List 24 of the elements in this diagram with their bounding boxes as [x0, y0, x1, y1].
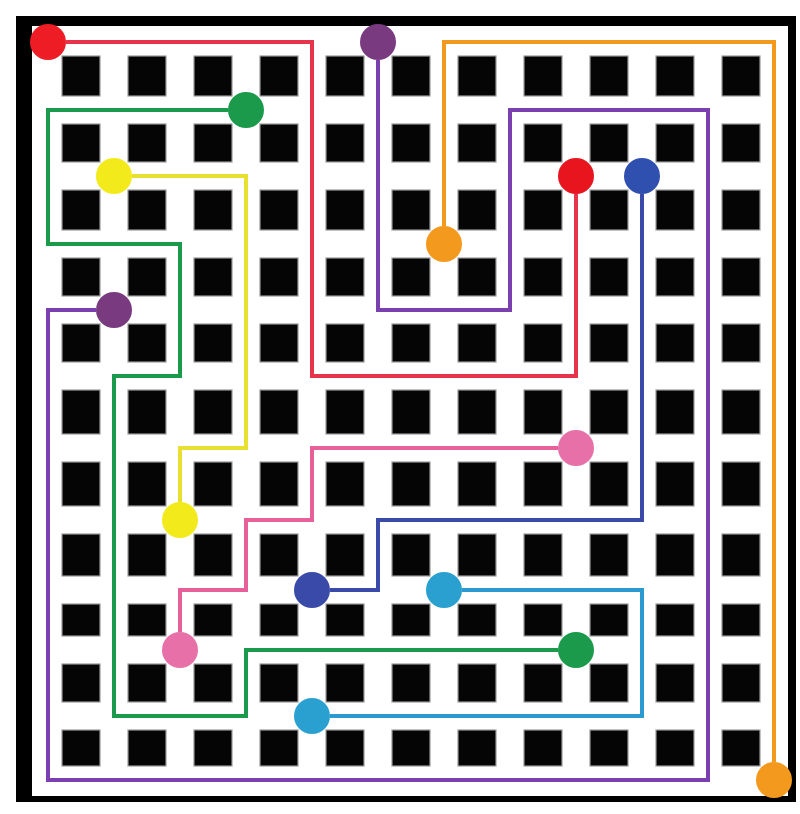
- puzzle-dot: [96, 158, 132, 194]
- path-line: [46, 108, 558, 718]
- puzzle-dot: [426, 572, 462, 608]
- puzzle-dot: [30, 24, 66, 60]
- path-line: [330, 588, 644, 718]
- puzzle-dot: [162, 502, 198, 538]
- path-line: [132, 174, 248, 502]
- puzzle-dot: [558, 158, 594, 194]
- puzzle-dot: [294, 572, 330, 608]
- puzzle-dot: [360, 24, 396, 60]
- puzzle-dot: [294, 698, 330, 734]
- puzzle-dot: [558, 632, 594, 668]
- path-line: [66, 40, 578, 378]
- puzzle-dot: [624, 158, 660, 194]
- puzzle-dot: [96, 292, 132, 328]
- puzzle-dot: [228, 92, 264, 128]
- path-line: [178, 446, 558, 632]
- puzzle-dot: [756, 762, 792, 798]
- path-line: [46, 60, 710, 782]
- puzzle-dot: [558, 430, 594, 466]
- path-line: [442, 40, 776, 762]
- puzzle-dot: [162, 632, 198, 668]
- puzzle-dot: [426, 226, 462, 262]
- path-line: [330, 194, 644, 592]
